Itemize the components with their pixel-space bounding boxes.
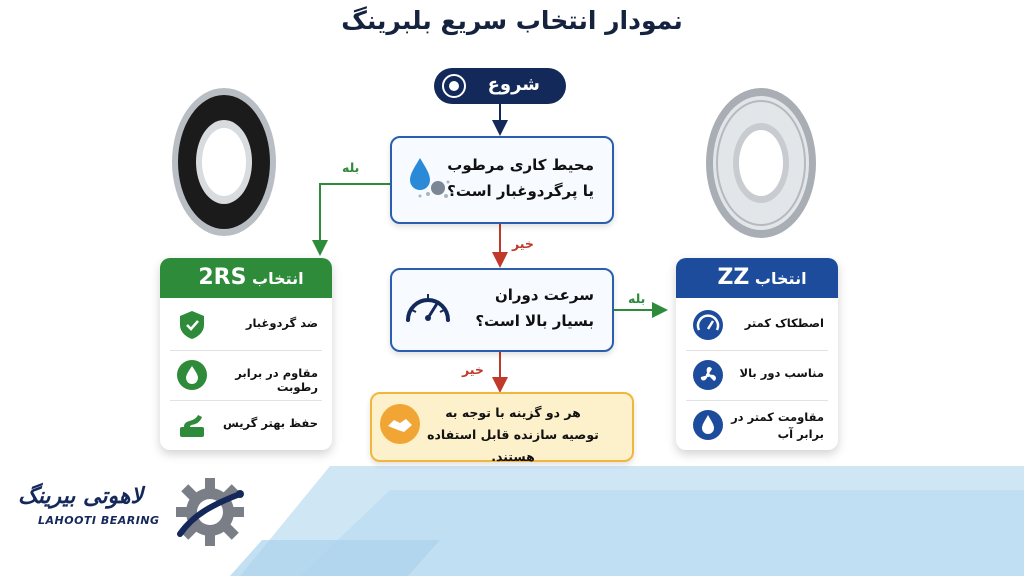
- card-zz-code: ZZ: [717, 265, 750, 290]
- edge-label-no-2: خیر: [462, 362, 484, 377]
- gauge-icon: [693, 310, 723, 340]
- divider: [170, 350, 322, 351]
- fan-icon: [693, 360, 723, 390]
- card-zz: انتخاب ZZ اصطکاک کمتر مناسب دور بالا: [676, 258, 838, 450]
- start-label: شروع: [487, 74, 540, 95]
- bearing-zz-image: [706, 88, 816, 238]
- answer-line-2: توصیه سازنده قابل استفاده هستند.: [427, 427, 599, 464]
- drop-icon: [177, 360, 207, 390]
- question-1-line-1: محیط کاری مرطوب: [447, 156, 594, 174]
- question-1-line-2: یا پرگردوغبار است؟: [447, 182, 594, 200]
- card-2rs-feature: حفظ بهتر گریس: [160, 402, 332, 448]
- arrow-q1-yes: [312, 183, 390, 256]
- brand-name-fa: لاهوتی بیرینگ: [18, 484, 143, 509]
- water-drop-icon: [693, 410, 723, 440]
- card-2rs-word: انتخاب: [252, 269, 304, 288]
- divider: [686, 350, 828, 351]
- question-humid-dusty: محیط کاری مرطوب یا پرگردوغبار است؟: [390, 136, 614, 224]
- edge-label-yes-right: بله: [628, 291, 646, 306]
- card-2rs-feature: مقاوم در برابر رطوبت: [160, 352, 332, 398]
- grease-icon: [180, 415, 204, 437]
- answer-either-option: هر دو گزینه با توجه به توصیه سازنده قابل…: [370, 392, 634, 464]
- start-node: شروع: [434, 68, 566, 104]
- card-2rs-feature-text: حفظ بهتر گریس: [222, 416, 318, 430]
- card-2rs-feature-text: مقاوم در برابر رطوبت: [235, 366, 318, 394]
- card-2rs-feature-text: ضد گردوغبار: [245, 316, 318, 330]
- gear-logo-icon: [176, 478, 244, 546]
- water-dust-icon: [410, 158, 450, 198]
- card-2rs-code: 2RS: [198, 265, 247, 290]
- edge-label-yes-left: بله: [342, 160, 360, 175]
- card-zz-feature: مقاومت کمتر در برابر آب: [676, 402, 838, 448]
- card-zz-feature-text: مقاومت کمتر در برابر آب: [731, 410, 824, 441]
- card-2rs-header: انتخاب 2RS: [160, 258, 332, 298]
- card-zz-feature: مناسب دور بالا: [676, 352, 838, 398]
- card-zz-header: انتخاب ZZ: [676, 258, 838, 298]
- edge-label-no-1: خیر: [512, 236, 534, 251]
- question-high-speed: سرعت دوران بسیار بالا است؟: [390, 268, 614, 352]
- card-zz-feature: اصطکاک کمتر: [676, 302, 838, 348]
- card-zz-feature-text: اصطکاک کمتر: [744, 316, 824, 330]
- card-zz-feature-text: مناسب دور بالا: [739, 366, 825, 380]
- speedometer-icon: [406, 294, 450, 322]
- answer-line-1: هر دو گزینه با توجه به: [445, 405, 581, 420]
- divider: [686, 400, 828, 401]
- card-2rs-feature: ضد گردوغبار: [160, 302, 332, 348]
- question-2-line-2: بسیار بالا است؟: [475, 312, 594, 330]
- divider: [170, 400, 322, 401]
- page-title: نمودار انتخاب سریع بلبرینگ: [341, 6, 683, 35]
- shield-icon: [180, 311, 204, 339]
- brand-name-en: LAHOOTI BEARING: [38, 514, 160, 527]
- card-2rs: انتخاب 2RS ضد گردوغبار مقاوم در برابر رط…: [160, 258, 332, 450]
- target-icon: [442, 74, 466, 98]
- question-2-line-1: سرعت دوران: [494, 286, 594, 304]
- card-zz-word: انتخاب: [754, 269, 807, 288]
- bearing-2rs-image: [172, 88, 276, 236]
- handshake-icon: [380, 404, 420, 444]
